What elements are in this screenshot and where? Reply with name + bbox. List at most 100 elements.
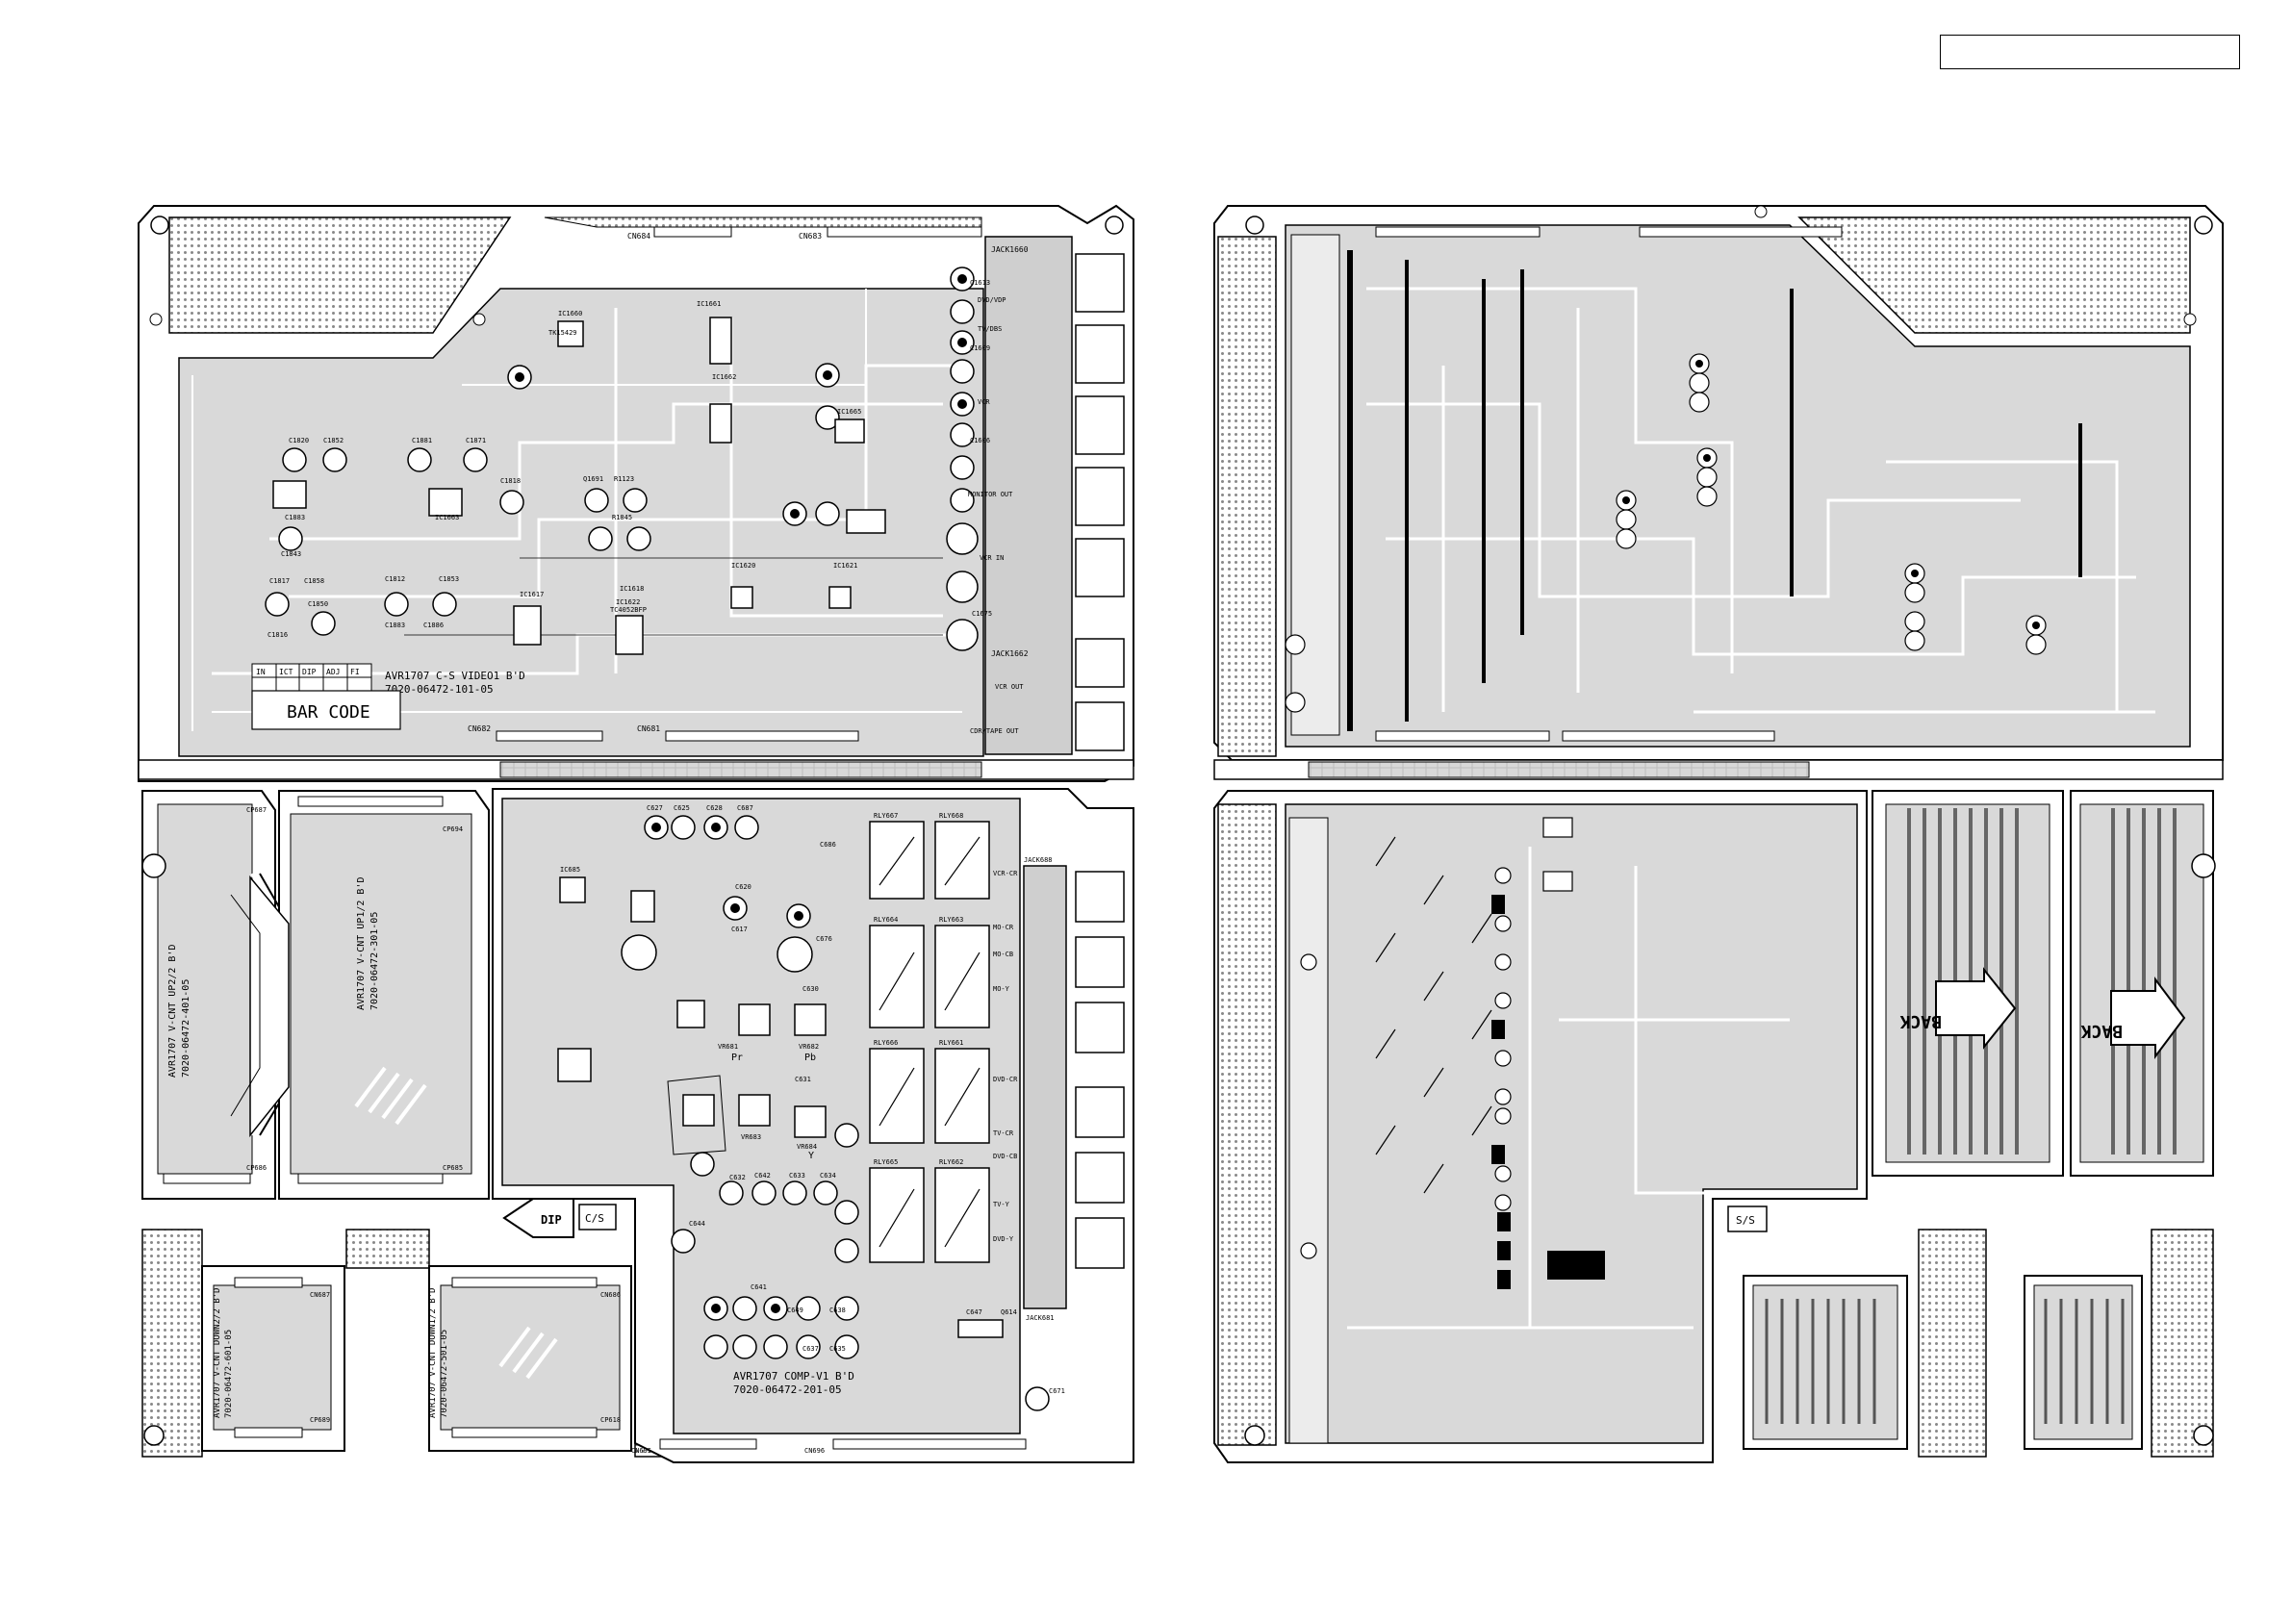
relay-rly666: RLY666	[874, 1039, 898, 1047]
vr-label-pb: Pb	[804, 1053, 816, 1063]
part-c635: C635	[829, 1345, 846, 1353]
vcnt-down12-code: 7020-06472-501-05	[440, 1330, 449, 1418]
part-c1818: C1818	[500, 477, 521, 485]
vr-vr684: VR684	[797, 1143, 817, 1151]
relay-rly661: RLY661	[939, 1039, 963, 1047]
jack-label-mo-cb: MO-CB	[993, 951, 1013, 958]
table-header-adj: ADJ	[326, 668, 340, 676]
part-c1883b: C1883	[385, 622, 405, 629]
relay-rly667: RLY667	[874, 812, 898, 820]
board-video1: AVR1707 C-S VIDEO1 B'D 7020-06472-101-05…	[138, 204, 1134, 782]
part-c1853: C1853	[439, 575, 459, 583]
relay-rly668: RLY668	[939, 812, 963, 820]
relay-rly663: RLY663	[939, 916, 963, 924]
part-r1123: R1123	[614, 475, 634, 483]
part-c1816: C1816	[267, 631, 288, 639]
connector-cp694: CP694	[443, 825, 463, 833]
part-c638: C638	[829, 1307, 846, 1314]
part-c628: C628	[706, 804, 723, 812]
jack-label-mo-y: MO-Y	[993, 985, 1010, 993]
relay-rly665: RLY665	[874, 1158, 898, 1166]
part-q1691: Q1691	[583, 475, 603, 483]
board-right-top	[1213, 205, 2224, 761]
jack-label-dvd-y: DVD-Y	[993, 1235, 1014, 1243]
ic-type-label: TC4052BFP	[610, 606, 647, 614]
part-c1820: C1820	[289, 437, 309, 444]
ic1662-label: IC1662	[712, 373, 736, 381]
connector-cp686: CP686	[246, 1164, 267, 1172]
part-c1606: C1606	[970, 437, 990, 444]
video1-board-label: AVR1707 C-S VIDEO1 B'D	[385, 670, 525, 682]
vr-label-pr: Pr	[731, 1053, 743, 1063]
part-c686: C686	[820, 841, 836, 849]
vcnt-down12-label: AVR1707 V-CNT DOWN1/2 B'D	[428, 1288, 438, 1418]
table-header-ict: ICT	[279, 668, 293, 676]
connector-cn687: CN687	[310, 1291, 330, 1299]
ic1617-label: IC1617	[520, 591, 544, 598]
vcnt-down22-code: 7020-06472-601-05	[224, 1330, 234, 1418]
transistor-type-label: TK15429	[548, 329, 577, 337]
jack-label-mo-cr: MO-CR	[993, 924, 1014, 931]
board-right-bottom: S/S	[1213, 759, 2224, 1463]
part-c1613: C1613	[970, 279, 990, 287]
jack-label-cdr: CDR/TAPE OUT	[970, 727, 1019, 735]
board-comp-v1: AVR1707 COMP-V1 B'D 7020-06472-201-05 CN…	[492, 788, 1134, 1463]
jack-jack1662: JACK1662	[991, 649, 1029, 658]
vcnt-up22-label: AVR1707 V-CNT UP2/2 B'D	[167, 945, 178, 1078]
vcnt-down22-label: AVR1707 V-CNT DOWN2/2 B'D	[213, 1288, 222, 1418]
ic1620-label: IC1620	[731, 562, 755, 570]
ic1622-label: IC1622	[616, 598, 640, 606]
connector-cn683: CN683	[799, 232, 822, 241]
relay-rly662: RLY662	[939, 1158, 963, 1166]
part-c647: C647	[966, 1308, 982, 1316]
part-q614: Q614	[1001, 1308, 1017, 1316]
part-c620: C620	[735, 883, 751, 891]
jack-label-tv-y: TV-Y	[993, 1201, 1010, 1208]
part-c1852: C1852	[323, 437, 344, 444]
connector-cn686: CN686	[600, 1291, 621, 1299]
comp-v1-code: 7020-06472-201-05	[733, 1383, 842, 1396]
part-c630: C630	[802, 985, 819, 993]
part-c1817: C1817	[269, 577, 290, 585]
jack-jack1660: JACK1660	[991, 245, 1029, 254]
vr-vr683: VR683	[741, 1133, 761, 1141]
part-r1845: R1845	[612, 514, 632, 521]
part-c1883: C1883	[285, 514, 305, 521]
part-c1886: C1886	[423, 622, 444, 629]
part-c1881: C1881	[412, 437, 432, 444]
part-c649: C649	[787, 1307, 803, 1314]
comp-v1-label: AVR1707 COMP-V1 B'D	[733, 1370, 854, 1383]
vr-vr682: VR682	[799, 1043, 819, 1051]
vr-label-y: Y	[808, 1151, 814, 1161]
jack-label-vcr: VCR	[978, 398, 990, 406]
back-label-1: BACK	[1899, 1011, 1942, 1031]
jack-label-tv: TV/DBS	[978, 325, 1002, 333]
part-c637: C637	[802, 1345, 819, 1353]
part-c617: C617	[731, 926, 748, 933]
part-c627: C627	[647, 804, 663, 812]
ic1661-label: IC1661	[697, 300, 721, 308]
part-c676: C676	[816, 935, 832, 943]
ss-label: S/S	[1736, 1214, 1755, 1227]
part-c631: C631	[795, 1076, 811, 1083]
vcnt-up12-code: 7020-06472-301-05	[369, 912, 380, 1010]
ic1660-label: IC1660	[558, 310, 582, 317]
table-header-fi: FI	[350, 668, 360, 676]
ic1665-label: IC1665	[837, 408, 861, 416]
connector-cn696: CN696	[804, 1447, 825, 1455]
jack-label-vcr-cr: VCR-CR	[993, 870, 1018, 877]
connector-cn695: CN695	[631, 1447, 651, 1455]
part-c1609: C1609	[970, 344, 990, 352]
part-c671: C671	[1049, 1387, 1065, 1395]
part-c634: C634	[820, 1172, 836, 1180]
part-c625: C625	[674, 804, 690, 812]
part-c644: C644	[689, 1220, 705, 1228]
video1-board-code: 7020-06472-101-05	[385, 683, 494, 696]
table-header-dip: DIP	[302, 668, 317, 676]
jack-label-dvd: DVD/VDP	[978, 296, 1006, 304]
part-c1871: C1871	[466, 437, 486, 444]
part-c1675: C1675	[972, 610, 992, 618]
connector-cn681: CN681	[637, 724, 660, 733]
cs-label: C/S	[585, 1212, 604, 1225]
